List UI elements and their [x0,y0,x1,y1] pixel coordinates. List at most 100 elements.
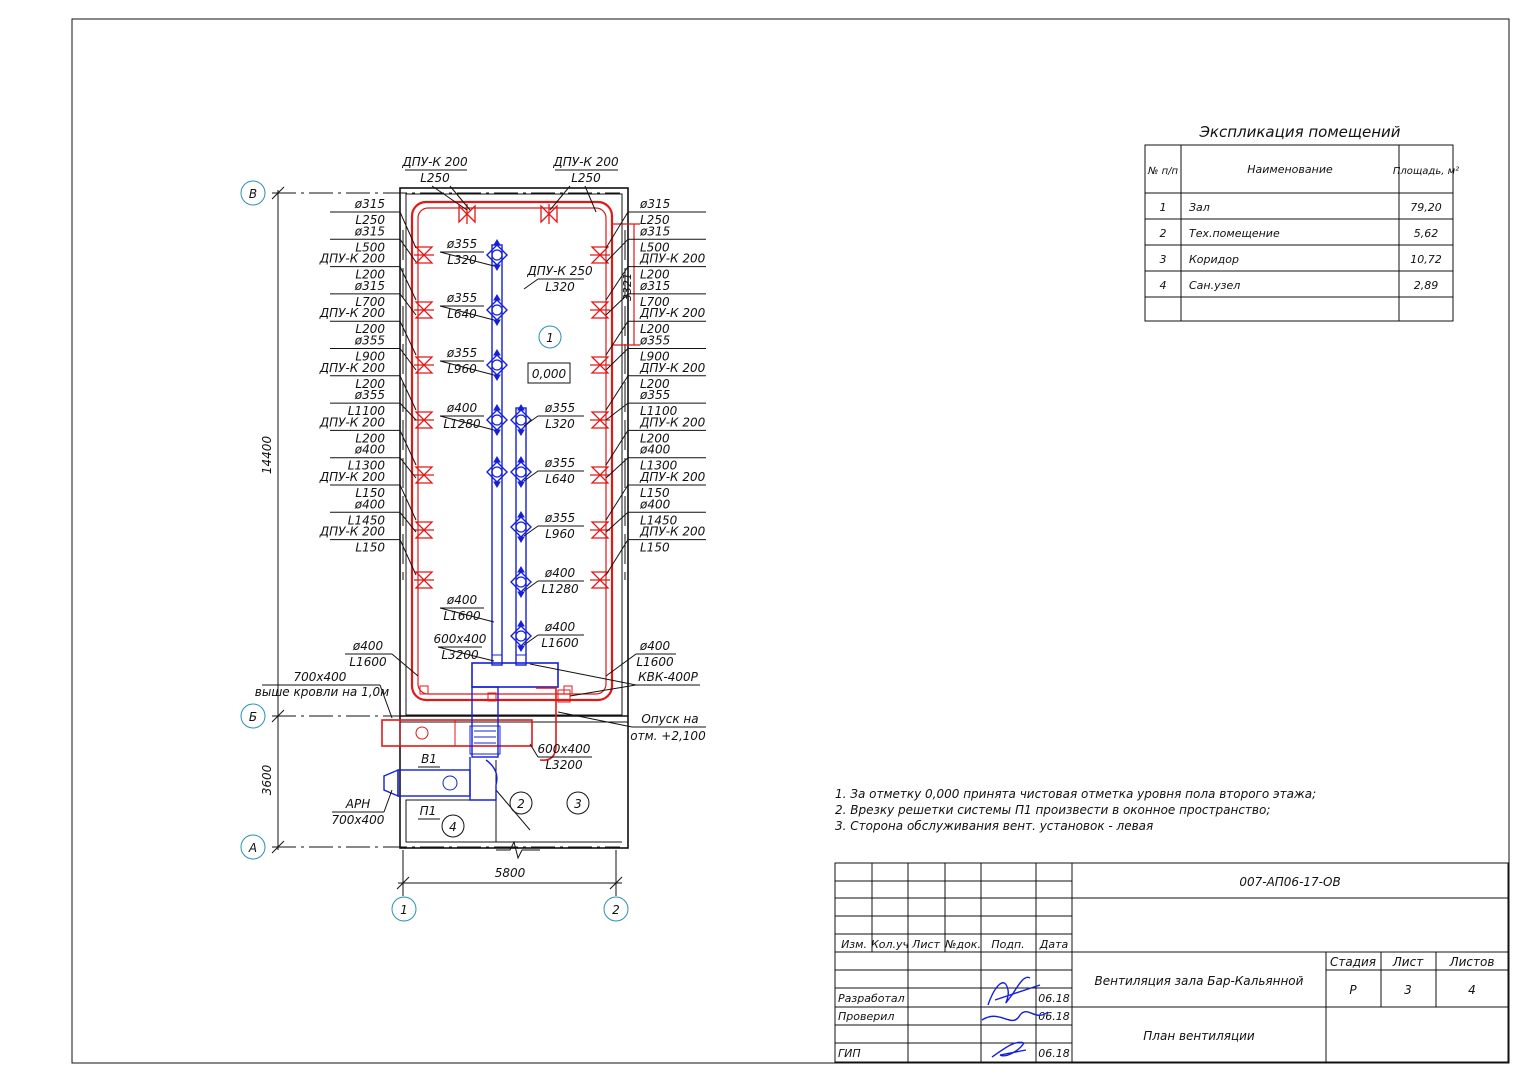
supply-diffuser-icon [540,204,558,224]
supply-diffuser-icon [458,204,476,224]
explication-header-area: Площадь, м² [1393,166,1459,177]
duct-label-length: L250 [355,213,385,227]
label-descent-1: Опуск на [641,712,698,726]
duct-label-length: L1450 [348,513,386,527]
exhaust-diffuser-icon [486,404,508,436]
duct-label-type: ø355 [354,334,385,348]
sheet-value: 3 [1404,983,1412,997]
sheet-title: План вентиляции [1143,1029,1255,1043]
top-right-label-type: ДПУ-К 200 [552,155,619,169]
duct-label-length: L250 [640,213,670,227]
date-checker: 06.18 [1038,1010,1070,1023]
duct-label-type: ø355 [446,291,477,305]
duct-label-type: ДПУ-К 200 [319,361,386,375]
explication-row-name: Коридор [1189,253,1239,266]
duct-label-type: ø400 [544,620,576,634]
role-gip: ГИП [838,1047,861,1060]
duct-label-length: L150 [355,486,385,500]
duct-label-type: ø400 [446,593,478,607]
explication-row-area: 5,62 [1414,227,1439,240]
exhaust-diffuser-icon [510,566,532,598]
supply-descent [536,687,557,762]
supply-diffuser-icon [414,246,434,264]
role-checker: Проверил [838,1010,894,1023]
duct-fitting [419,685,429,695]
duct-label-type: ДПУ-К 200 [319,415,386,429]
label-duct-size: 600x400 [538,742,591,756]
explication-row-num: 1 [1160,201,1167,214]
room-mark-1: 1 [546,331,554,345]
duct-label-type: ø315 [639,279,670,293]
duct-label-type: ДПУ-К 200 [639,306,706,320]
col-koluch: Кол.уч [871,938,910,951]
axis-1-label: 1 [400,903,408,917]
duct-label-type: ДПУ-К 200 [639,415,706,429]
exhaust-diffuser-icon [510,620,532,652]
exhaust-elbow [469,757,498,801]
duct-label-type: ДПУ-К 200 [639,525,706,539]
label-arn-size: 700x400 [332,813,385,827]
col-data: Дата [1039,938,1069,951]
duct-label-type: ДПУ-К 200 [639,252,706,266]
explication-row-area: 2,89 [1414,279,1439,292]
duct-fitting [515,654,527,664]
label-left-bottom-d: ø400 [352,639,384,653]
sheet-header: Лист [1392,955,1424,969]
top-right-label-len: L250 [571,171,601,185]
duct-label-type: ø400 [354,497,386,511]
room-mark-3: 3 [574,797,582,811]
dim-vertical-small: 3321 [621,273,634,301]
project-name: Вентиляция зала Бар-Кальянной [1095,974,1304,988]
duct-label-length: L320 [545,417,575,431]
supply-diffuser-icon [590,356,610,374]
supply-diffuser-icon [590,411,610,429]
duct-label-type: ø355 [544,401,575,415]
title-block-code: 007-АП06-17-ОВ [1239,875,1340,889]
supply-diffuser-icon [590,466,610,484]
exhaust-collector [471,662,559,688]
duct-label-length: L640 [447,307,477,321]
duct-label-type: ДПУ-К 200 [639,470,706,484]
duct-label-type: ДПУ-К 200 [319,525,386,539]
supply-diffuser-icon [414,571,434,589]
duct-label-type: ø355 [639,334,670,348]
duct-label-length: L3200 [441,648,479,662]
duct-label-type: ø355 [639,388,670,402]
duct-label-type: ДПУ-К 200 [319,470,386,484]
label-left-bottom-l: L1600 [349,655,387,669]
sheet-frame [71,18,1510,1064]
supply-diffuser-icon [590,571,610,589]
label-right-bottom-l: L1600 [636,655,674,669]
sheets-header: Листов [1449,955,1495,969]
explication-row-area: 10,72 [1410,253,1442,266]
explication-row-name: Зал [1189,201,1210,214]
top-left-label-type: ДПУ-К 200 [401,155,468,169]
exhaust-diffuser-icon [510,404,532,436]
floor-plan: В Б А 1 2 14400 3600 5800 3321 1 0,000 2… [240,180,640,922]
duct-label-length: L1300 [348,459,386,473]
explication-table: Экспликация помещений № п/п Наименование… [1144,123,1459,322]
exhaust-unit-p1 [397,769,471,797]
note-3: 3. Сторона обслуживания вент. установок … [835,819,1153,833]
note-2: 2. Врезку решетки системы П1 произвести … [835,803,1270,817]
label-duct-len: L3200 [545,758,583,772]
